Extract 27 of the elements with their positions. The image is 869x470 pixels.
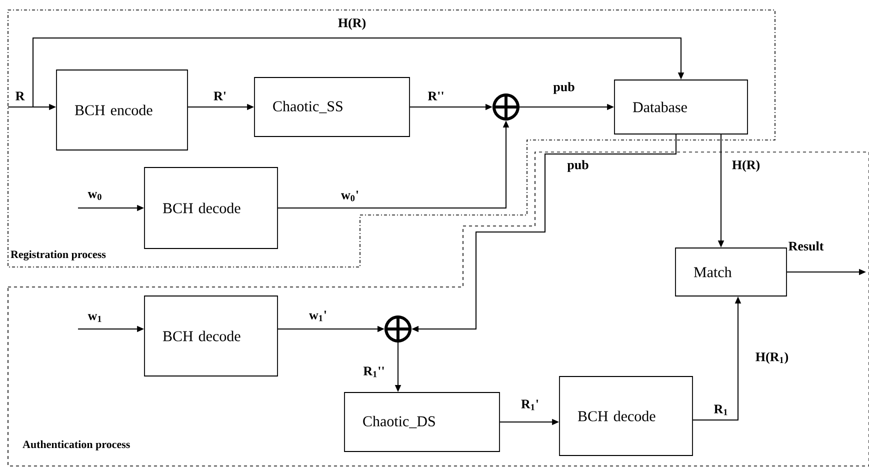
- process-box: Match: [675, 248, 787, 296]
- edge-label: R$_{1}$'': [363, 366, 384, 378]
- edge-label: H(R): [732, 160, 760, 172]
- arrow: [32, 38, 684, 108]
- edge-label: pub: [553, 82, 574, 94]
- edge-label: R': [214, 92, 226, 100]
- signal-label: R$_{1}$: [714, 404, 728, 416]
- process-box: BCH encode: [56, 70, 188, 150]
- edge-label: pub: [567, 160, 588, 172]
- process-box: BCH decode: [144, 167, 278, 249]
- xor-symbol: [491, 92, 521, 122]
- process-box: Database: [614, 80, 748, 134]
- xor-symbol: [383, 314, 413, 344]
- process-box: BCH decode: [559, 376, 693, 456]
- edge-label: H(R$_{1}$): [756, 352, 788, 364]
- edge-label: w$_{0}$': [341, 190, 358, 202]
- edge-label: w$_{1}$: [88, 314, 102, 322]
- edge-label: R$_{1}$': [521, 400, 538, 410]
- edge-label: w$_{0}$: [88, 192, 102, 200]
- process-box: BCH decode: [144, 296, 278, 376]
- edge-label: R'': [428, 92, 444, 100]
- process-box: Chaotic_SS: [254, 77, 410, 137]
- edge-label: H(R): [338, 18, 366, 30]
- edge-label: w$_{1}$': [309, 310, 326, 322]
- edge-label: Result: [788, 241, 824, 251]
- edge-label: R: [16, 92, 25, 100]
- process-box: Chaotic_DS: [344, 392, 500, 452]
